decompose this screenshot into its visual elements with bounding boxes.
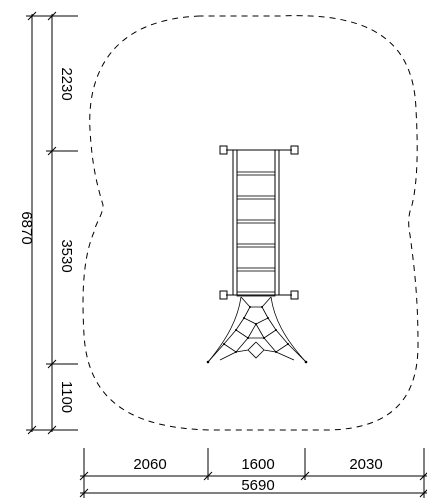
net-mesh [207,296,307,363]
net-knot [223,343,225,345]
vertical-dimension-group [26,11,78,435]
net-knot [263,337,265,339]
safety-zone-outline [82,15,419,431]
net-outline [207,296,307,363]
climbing-net [206,296,308,364]
ladder-top-cap-right [290,145,299,155]
climbing-ladder [219,145,299,300]
net-knot [249,306,251,308]
net-anchor-left [206,360,210,364]
ladder-rung [236,219,276,224]
ladder-rung [236,171,276,176]
net-knot [275,351,277,353]
dim-horizontal-total: 5690 [241,477,274,494]
dim-vertical-total: 6870 [18,211,35,244]
ladder-bottom-rung [236,291,276,297]
tick [203,471,213,481]
tick [79,488,89,498]
tick [27,11,37,21]
dim-horizontal-left: 2060 [133,456,166,473]
net-knot [287,343,289,345]
ladder-rung [236,243,276,248]
net-knot [255,323,257,325]
net-knot [247,337,249,339]
net-anchor-right [304,360,308,364]
ladder-bottom-cap-left [219,290,228,300]
tick [79,471,89,481]
net-knot [235,329,237,331]
tick [47,146,57,156]
dim-horizontal-middle: 1600 [241,456,274,473]
ladder-rung [236,267,276,272]
dim-vertical-top: 2230 [58,67,75,100]
tick [27,425,37,435]
dim-horizontal-right: 2030 [349,456,382,473]
tick [47,425,57,435]
dim-vertical-middle: 3530 [58,239,75,272]
tick [47,11,57,21]
net-knot [243,317,245,319]
ladder-top-cap-left [219,145,228,155]
net-knot [261,306,263,308]
tick [47,359,57,369]
net-knot [267,317,269,319]
net-knot [235,351,237,353]
dim-vertical-bottom: 1100 [58,381,75,413]
ladder-bottom-cap-right [290,290,299,300]
net-knot [275,329,277,331]
tick [300,471,310,481]
ladder-rung [236,195,276,200]
